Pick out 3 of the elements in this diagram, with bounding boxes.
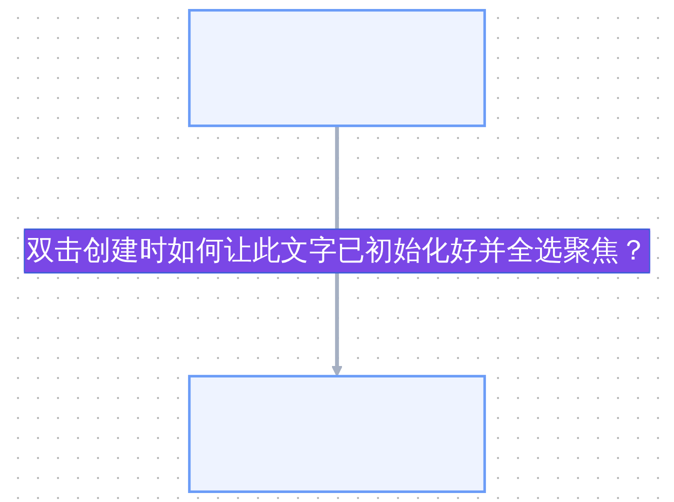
process-box — [188, 8, 486, 128]
edge-label: 双击创建时如何让此文字已初始化好并全选聚焦？ — [24, 228, 650, 274]
process-box — [188, 374, 486, 494]
